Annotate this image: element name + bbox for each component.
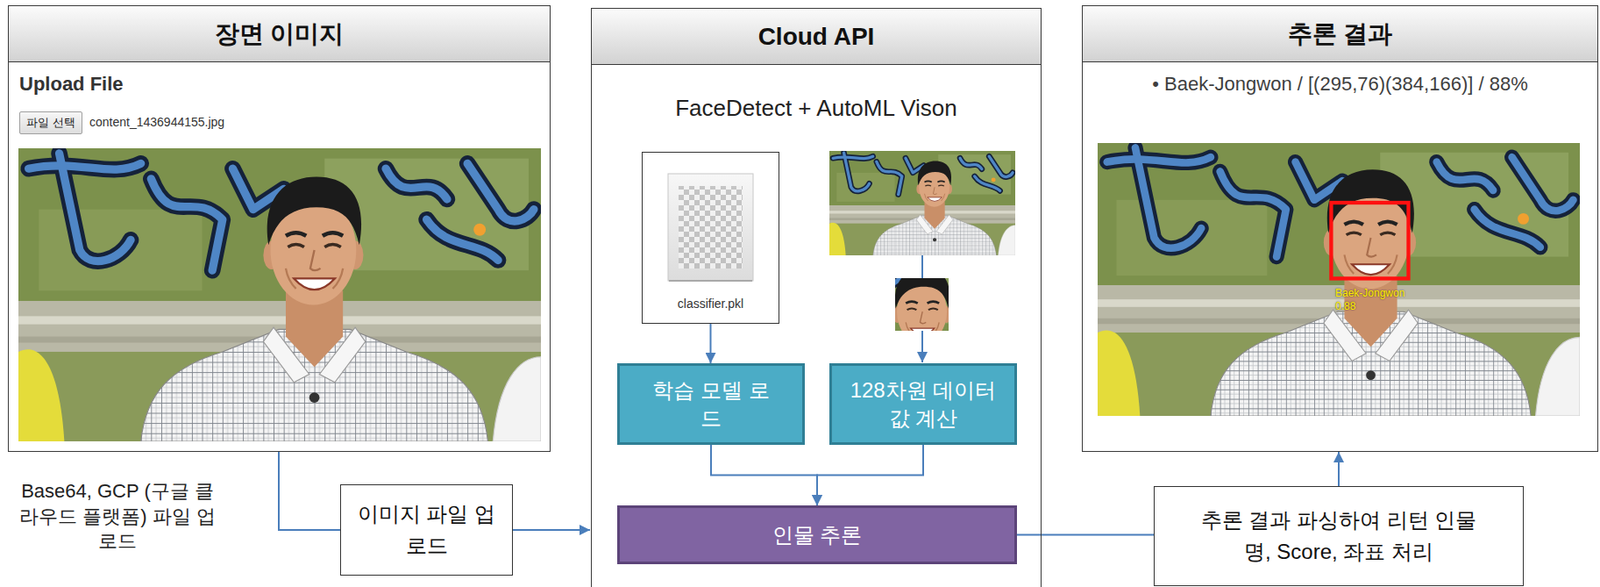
flow-line	[921, 330, 924, 363]
file-box: classifier.pkl	[641, 151, 780, 324]
file-name: content_1436944155.jpg	[89, 114, 225, 129]
scene-photo	[18, 148, 541, 441]
connector	[710, 323, 712, 363]
process-label: 128차원 데이터값 계산	[846, 376, 1001, 431]
file-icon	[668, 173, 754, 281]
panel-title: 장면 이미지	[8, 6, 550, 63]
scene-photo	[18, 148, 541, 441]
face-label: Baek-Jongwon	[1335, 286, 1405, 299]
process-label: 인물 추론	[772, 520, 863, 549]
panel-title: 추론 결과	[1082, 6, 1598, 63]
process-box: 128차원 데이터값 계산	[829, 362, 1017, 445]
step-label: 이미지 파일 업로드	[356, 497, 498, 562]
connector	[1337, 451, 1340, 486]
flow-line	[921, 255, 924, 278]
panel-title: Cloud API	[591, 8, 1041, 65]
file-icon	[668, 279, 753, 282]
section-title: FaceDetect + AutoML Vison	[591, 94, 1041, 122]
result-photo	[1097, 142, 1580, 416]
note: Base64, GCP (구글 클라우드 플랫폼) 파일 업로드	[15, 478, 220, 555]
process-box: 인물 추론	[617, 504, 1017, 564]
connector	[278, 451, 341, 530]
flow-line	[921, 255, 924, 363]
face-box	[1330, 202, 1408, 278]
file-icon	[668, 173, 754, 281]
score-label: 0.88	[1335, 299, 1356, 313]
step-box: 추론 결과 파싱하여 리턴 인물명, Score, 좌표 처리	[1153, 485, 1524, 586]
file-name: classifier.pkl	[677, 296, 744, 311]
connector	[1016, 533, 1154, 536]
step-box: 이미지 파일 업로드	[340, 483, 513, 576]
file-button: 파일 선택	[19, 111, 83, 135]
section-title: Upload File	[19, 72, 550, 96]
button-label: 파일 선택	[26, 114, 76, 131]
scene-photo	[829, 150, 1016, 256]
connector	[512, 528, 591, 531]
scene-photo	[829, 150, 1016, 256]
step-label: 추론 결과 파싱하여 리턴 인물명, Score, 좌표 처리	[1198, 504, 1480, 568]
result-photo	[1097, 142, 1580, 416]
panel: Cloud API FaceDetect + AutoML Vison classi…	[590, 7, 1042, 587]
panel: 장면 이미지 Upload File 파일 선택	[7, 5, 551, 452]
result-text: • Baek-Jongwon / [(295,76)(384,166)] / 8…	[1082, 72, 1598, 96]
panel: 추론 결과 • Baek-Jongwon / [(295,76)(384,166)…	[1081, 5, 1599, 452]
connector	[817, 444, 924, 505]
process-box: 학습 모델 로드	[617, 362, 805, 445]
file-icon	[678, 185, 743, 269]
process-label: 학습 모델 로드	[649, 376, 773, 431]
connector	[711, 444, 818, 505]
